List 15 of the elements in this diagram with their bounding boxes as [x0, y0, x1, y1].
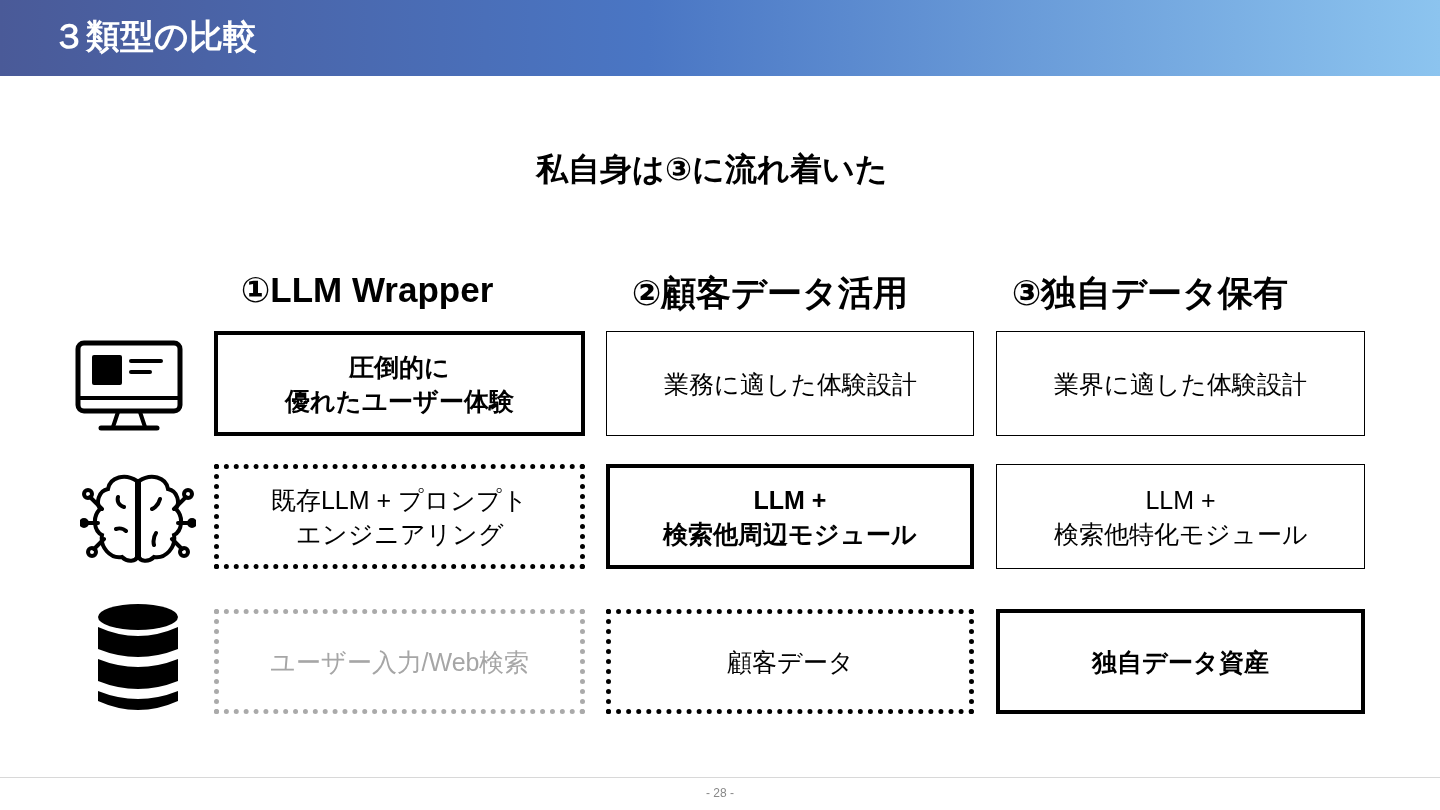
solid-box: 業務に適した体験設計 [606, 331, 974, 436]
page-number: - 28 - [706, 786, 734, 800]
column-header: ①LLM Wrapper [240, 270, 494, 310]
column-header: ③独自データ保有 [1011, 272, 1289, 314]
dotted-box: 既存LLM + プロンプトエンジニアリング [214, 464, 585, 569]
highlighted-box: 圧倒的に優れたユーザー体験 [214, 331, 585, 436]
highlighted-box: LLM + 検索他周辺モジュール [606, 464, 974, 569]
solid-box: 業界に適した体験設計 [996, 331, 1365, 436]
dotted-box: 顧客データ [606, 609, 974, 714]
dotted-box: ユーザー入力/Web検索 [214, 609, 585, 714]
slide-title: ３類型の比較 [52, 16, 257, 57]
solid-box: LLM + 検索他特化モジュール [996, 464, 1365, 569]
subtitle: 私自身は③に流れ着いた [535, 150, 889, 189]
highlighted-box: 独自データ資産 [996, 609, 1365, 714]
column-header: ②顧客データ活用 [631, 272, 909, 314]
